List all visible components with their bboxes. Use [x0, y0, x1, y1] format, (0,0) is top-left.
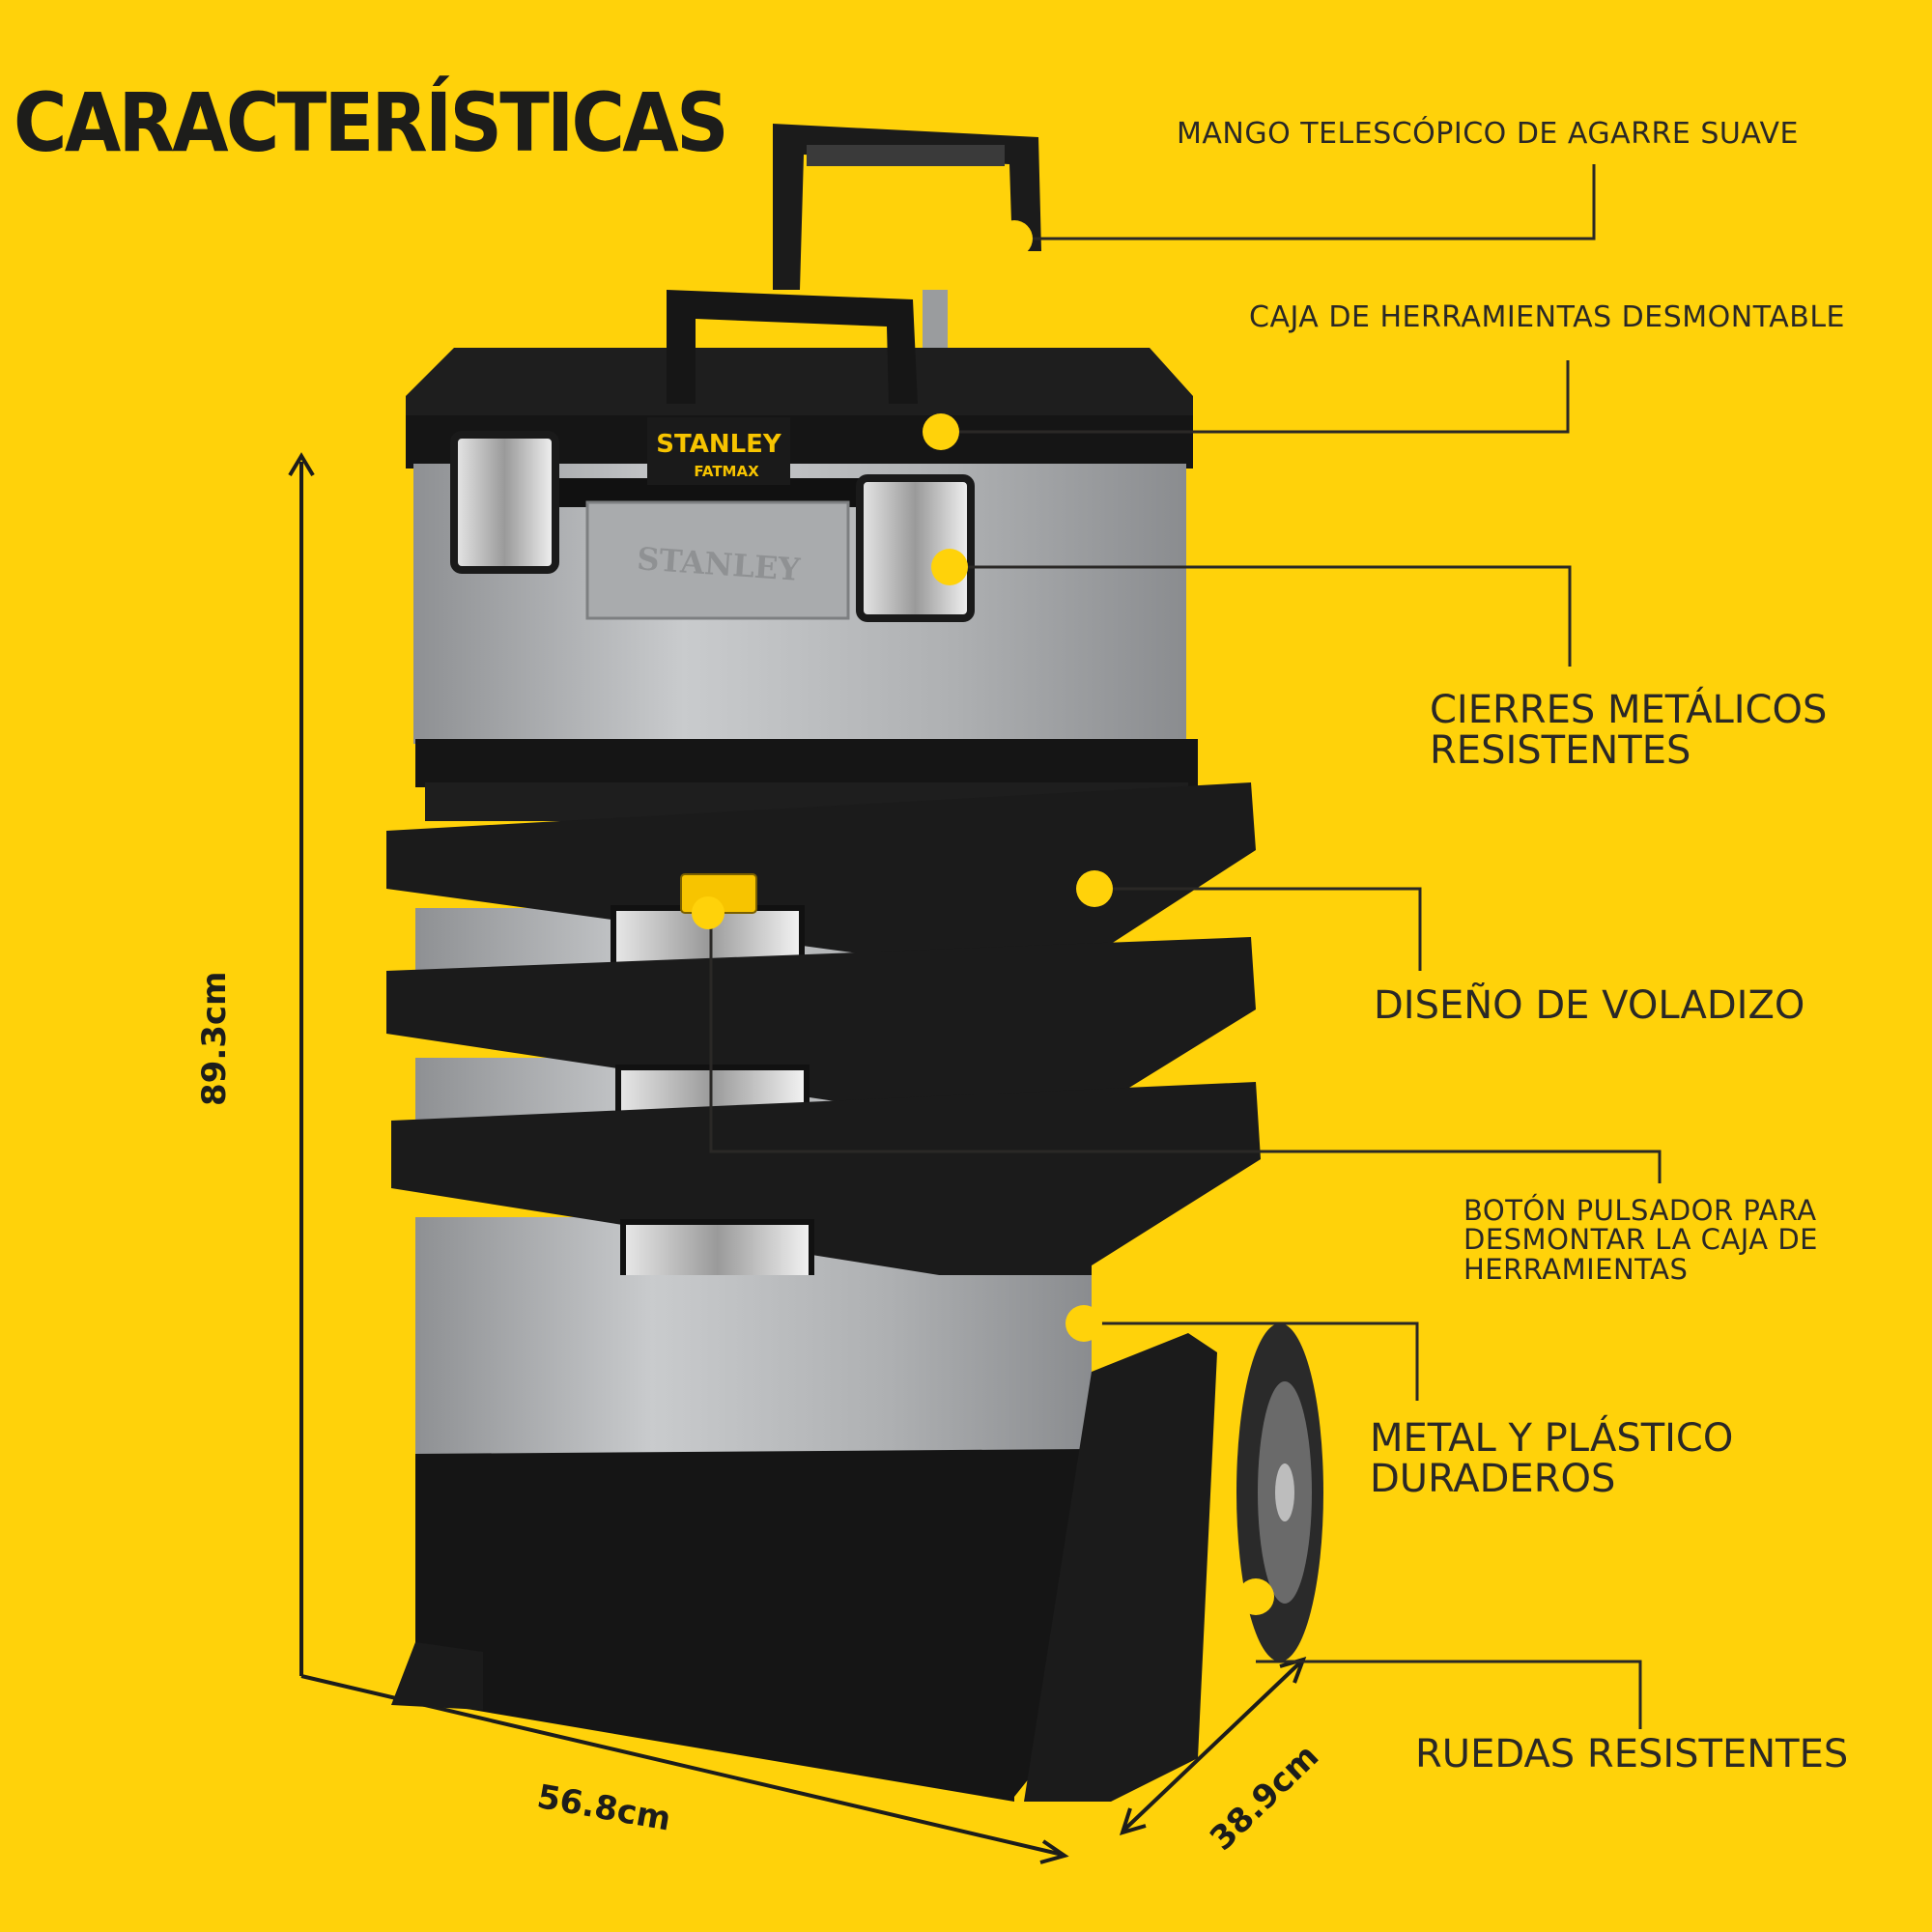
height-arrow [288, 452, 315, 1676]
depth-arrow [1119, 1656, 1307, 1835]
feature-label-line: MANGO TELESCÓPICO DE AGARRE SUAVE [1177, 117, 1799, 151]
feature-cantilever-design: DISEÑO DE VOLADIZO [1374, 985, 1804, 1026]
feature-durable-materials: METAL Y PLÁSTICO DURADEROS [1370, 1418, 1733, 1499]
callout-dots [692, 220, 1274, 1615]
logo-brand: STANLEY [656, 430, 782, 459]
feature-sturdy-wheels: RUEDAS RESISTENTES [1415, 1734, 1848, 1775]
feature-removable-toolbox: CAJA DE HERRAMIENTAS DESMONTABLE [1249, 302, 1845, 333]
callout-dot-cantilever [1076, 870, 1113, 907]
feature-label-line: RESISTENTES [1430, 728, 1691, 773]
callout-dot-handle [996, 220, 1033, 257]
feature-label-line: DESMONTAR LA CAJA DE [1463, 1223, 1818, 1257]
telescopic-handle [773, 124, 1041, 362]
page-title: CARACTERÍSTICAS [14, 75, 729, 170]
feature-label-line: BOTÓN PULSADOR PARA [1463, 1194, 1817, 1227]
dimension-height: 89.3cm [195, 971, 234, 1106]
feature-label-line: HERRAMIENTAS [1463, 1252, 1689, 1286]
feature-push-button: BOTÓN PULSADOR PARA DESMONTAR LA CAJA DE… [1463, 1194, 1818, 1286]
callout-dot-push-button [692, 896, 724, 929]
feature-label-line: RUEDAS RESISTENTES [1415, 1732, 1849, 1776]
top-toolbox [406, 290, 1198, 821]
callout-dot-materials [1065, 1305, 1102, 1342]
callout-dot-removable-box [923, 413, 959, 450]
logo-line: FATMAX [694, 463, 759, 480]
feature-metal-latches: CIERRES METÁLICOS RESISTENTES [1430, 690, 1827, 771]
callout-dot-wheels [1237, 1578, 1274, 1615]
callout-dot-latches [931, 549, 968, 585]
feature-label-line: DISEÑO DE VOLADIZO [1374, 983, 1805, 1028]
feature-label-line: METAL Y PLÁSTICO [1370, 1416, 1734, 1461]
feature-label-line: CAJA DE HERRAMIENTAS DESMONTABLE [1249, 300, 1845, 334]
feature-label-line: CIERRES METÁLICOS [1430, 688, 1828, 732]
feature-label-line: DURADEROS [1370, 1457, 1616, 1501]
callout-lines [709, 164, 1662, 1729]
wheel [1236, 1323, 1323, 1662]
bottom-cart [391, 1275, 1217, 1802]
feature-telescopic-handle: MANGO TELESCÓPICO DE AGARRE SUAVE [1177, 119, 1799, 150]
